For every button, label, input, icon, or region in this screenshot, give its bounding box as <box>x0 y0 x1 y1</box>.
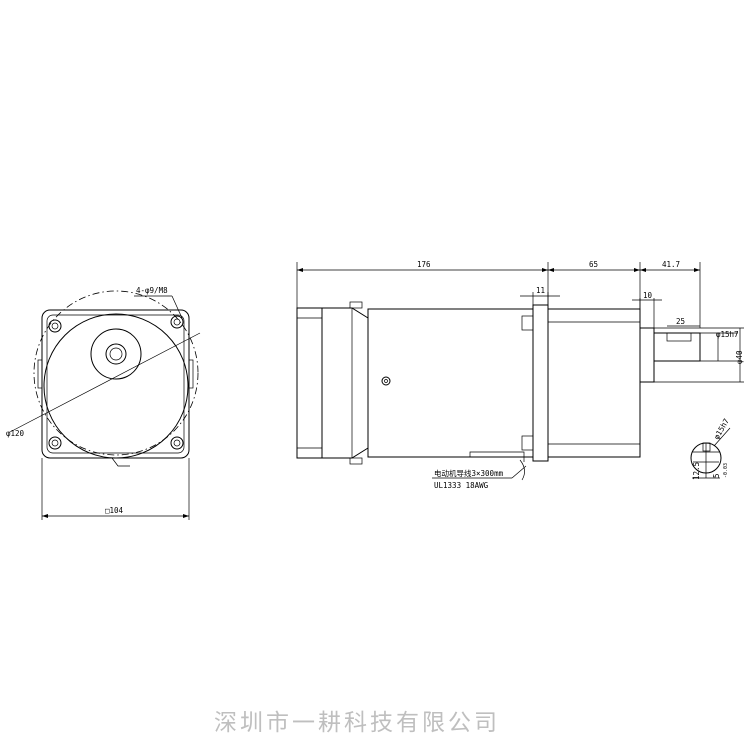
side-view: 176 65 41.7 11 10 <box>296 260 744 490</box>
pcd-label: φ120 <box>6 429 25 438</box>
key-length: 25 <box>676 317 685 326</box>
lead-bracket <box>469 451 525 462</box>
lead-leader <box>511 465 527 479</box>
front-view: 4-φ9/M8 φ120 □104 <box>6 286 201 520</box>
section-dia: φ15h7 <box>712 417 731 441</box>
shaft-section: φ15h7 12.5 5 -0.03 <box>690 417 731 480</box>
motor-flange <box>532 304 549 462</box>
pcd-circle <box>33 290 199 456</box>
flange-label: 11 <box>536 286 545 295</box>
total-length: 176 <box>417 260 431 269</box>
hole-label: 4-φ9/M8 <box>136 286 168 295</box>
fan-cover <box>296 307 323 459</box>
company-watermark: 深圳市一耕科技有限公司 <box>214 710 500 736</box>
section-key-width: 5 <box>712 473 721 478</box>
key-slot <box>702 442 711 452</box>
shaft-dia: φ15h7 <box>716 330 739 339</box>
lead-note-2: UL1333 18AWG <box>434 481 489 490</box>
pcd-leader <box>9 332 201 433</box>
output-shaft <box>105 343 127 365</box>
pilot-dia: φ40 <box>735 350 744 364</box>
side-tab-right <box>188 359 194 389</box>
flange-inner <box>46 314 185 454</box>
section-key-height: 12.5 <box>692 462 701 480</box>
gearbox-length: 65 <box>589 260 598 269</box>
output-shaft-side <box>653 332 701 362</box>
keyway <box>666 332 692 342</box>
hole-leader <box>171 295 183 319</box>
lead-note-1: 电动机导线3×300mm <box>434 468 504 478</box>
shaft-length: 41.7 <box>662 260 680 269</box>
rear-bell <box>322 307 369 459</box>
pilot <box>639 327 655 383</box>
screw-mark <box>381 376 391 386</box>
lead-wire <box>111 457 130 467</box>
mounting-holes <box>48 315 184 450</box>
shaft-center <box>109 347 123 361</box>
width-label: □104 <box>105 506 124 515</box>
output-boss <box>90 328 142 380</box>
motor-body <box>367 308 534 458</box>
section-key-tol: -0.03 <box>723 463 729 478</box>
gearbox-body <box>547 308 641 458</box>
side-tab-left <box>37 359 43 389</box>
pilot-label: 10 <box>643 291 653 300</box>
gearbox-circle <box>43 313 189 459</box>
